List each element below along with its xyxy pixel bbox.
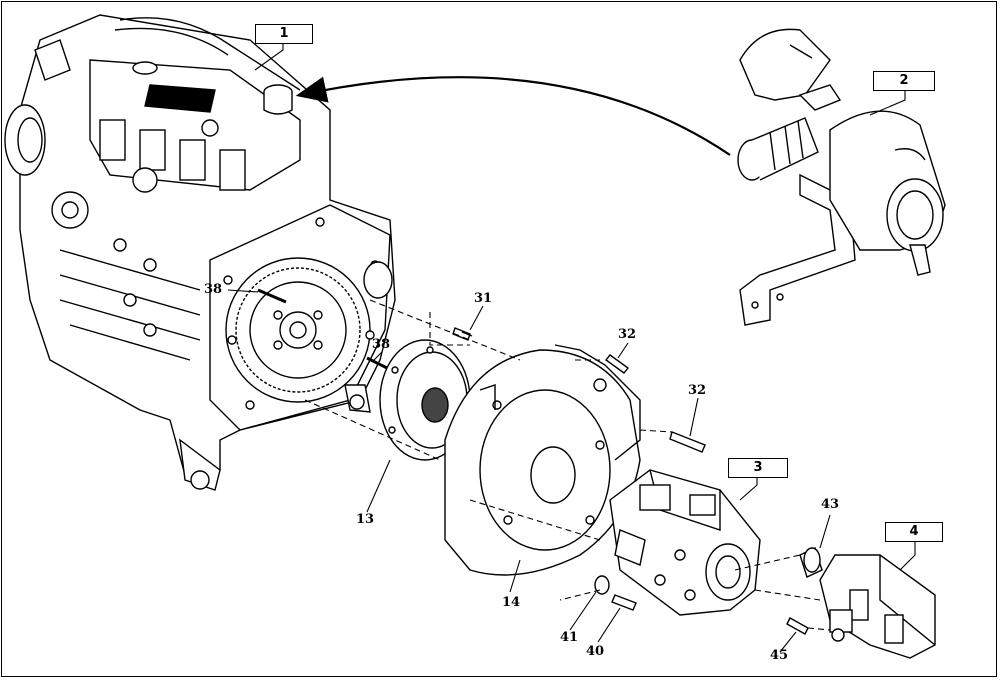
label-45: 45 (770, 648, 789, 663)
fasteners (257, 288, 821, 635)
label-32-lower: 32 (688, 383, 707, 398)
engine-block (4, 14, 396, 491)
install-arrow (295, 76, 731, 156)
drive-plate (379, 339, 471, 461)
callout-1: 1 (255, 24, 313, 44)
hydraulic-pump (609, 469, 761, 616)
label-13: 13 (356, 512, 375, 527)
assembly-lines (304, 299, 831, 631)
callout-2: 2 (873, 71, 935, 91)
label-38-upper: 38 (204, 282, 223, 297)
label-32-upper: 32 (618, 327, 637, 342)
label-43: 43 (821, 497, 840, 512)
callout-3: 3 (728, 458, 788, 478)
air-filter-assembly (737, 28, 946, 326)
label-38-lower: 38 (372, 337, 391, 352)
bellhousing (444, 344, 641, 576)
leader-lines (227, 40, 916, 653)
label-41: 41 (560, 630, 579, 645)
gear-pump (799, 547, 936, 659)
label-40: 40 (586, 644, 605, 659)
label-14: 14 (502, 595, 521, 610)
label-31: 31 (474, 291, 493, 306)
callout-4: 4 (885, 522, 943, 542)
